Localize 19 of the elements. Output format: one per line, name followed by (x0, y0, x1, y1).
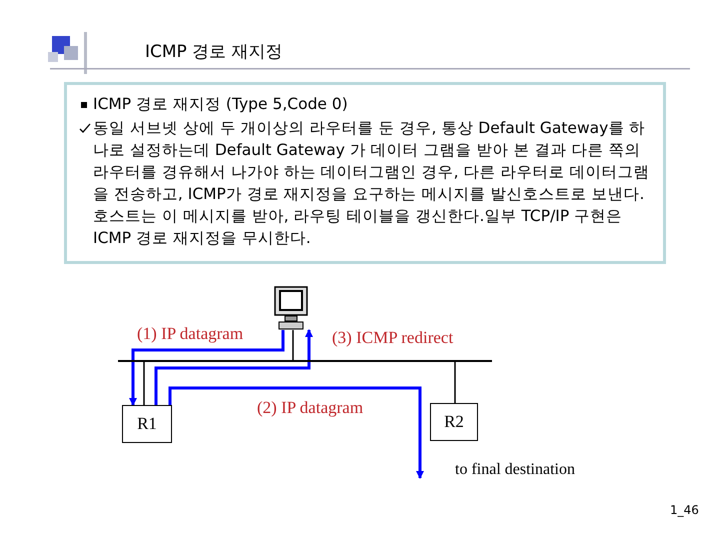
paragraph: 동일 서브넷 상에 두 개이상의 라우터를 둔 경우, 통상 Default Gateway를 하나로 설정하는데 Default Gateway 가 데이터 그램을 받아 본 결과 다른 쪽의 라우터를 경유해서 나가야 하는 데이터그램인 경우, 다른 라우터로 데이터그램을 전송하고, ICMP가 경로 재지정을 요구하는 메시지를 발신호스트로 보낸다.호스트는 이 메시지를 받아, 라우팅 테이블을 갱신한다.일부 TCP/IP 구현은 ICMP 경로 재지정을 무시한다. (93, 119, 650, 247)
edge-label: (1) IP datagram (135, 324, 246, 344)
network-link (292, 330, 294, 361)
destination-label: to final destination (455, 461, 575, 479)
network-link (454, 361, 456, 403)
arrow (168, 386, 424, 479)
arrow (154, 329, 313, 405)
network-link (143, 361, 145, 405)
text-panel (64, 82, 666, 264)
slide-title: ICMP 경로 재지정 (145, 41, 283, 63)
computer-icon (274, 286, 308, 330)
arrow (129, 330, 284, 406)
network-bus-line (118, 360, 492, 362)
edge-label: (2) IP datagram (255, 398, 366, 418)
router-box: R2 (430, 403, 478, 441)
edge-label: (3) ICMP redirect (330, 328, 456, 348)
bullet-heading: ICMP 경로 재지정 (Type 5,Code 0) (93, 95, 348, 113)
router-box: R1 (122, 405, 172, 443)
page-number: 1_46 (670, 503, 699, 517)
